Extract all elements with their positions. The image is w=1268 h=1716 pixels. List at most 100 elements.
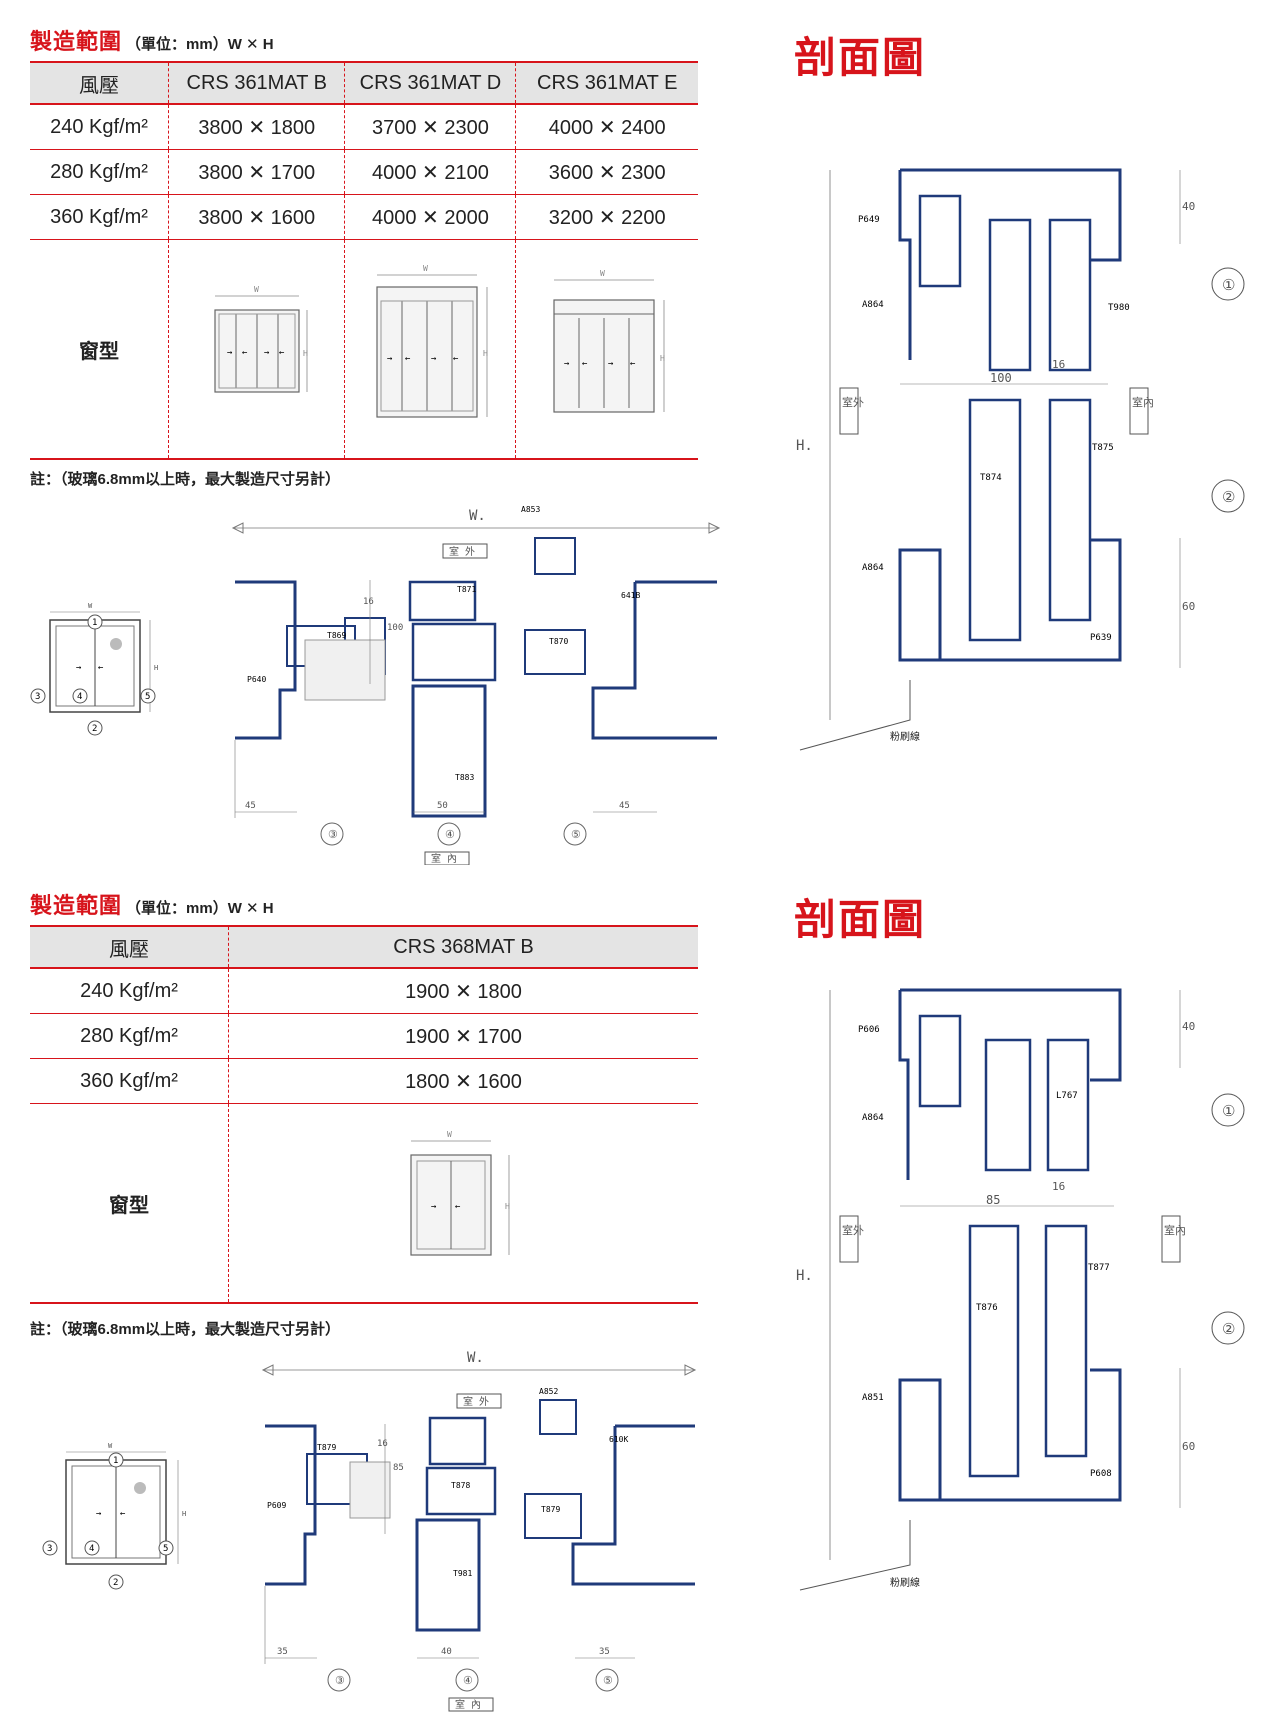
part-label: A864 bbox=[862, 563, 884, 573]
svg-text:←: ← bbox=[455, 1202, 461, 1212]
four-panel-window-drawing: W →←→← H bbox=[553, 269, 665, 413]
dim-label: 45 bbox=[245, 801, 256, 811]
dim-label: 85 bbox=[393, 1463, 404, 1473]
plaster-line-label: 粉刷線 bbox=[890, 730, 920, 743]
bottom-vertical-section-drawing: H. P606 A864 L767 85 16 40 ① 室外 室內 T876 … bbox=[796, 988, 1245, 1591]
part-label: 610K bbox=[609, 1435, 628, 1444]
width-label: W. bbox=[469, 508, 486, 524]
svg-text:→: → bbox=[387, 354, 393, 364]
table-row: 360 Kgf/m² 1800 ✕ 1600 bbox=[30, 1058, 698, 1104]
window-diagram-d: W →←→← H bbox=[344, 239, 516, 460]
part-label: L767 bbox=[1056, 1091, 1078, 1101]
height-label: H. bbox=[796, 1268, 813, 1284]
part-label: T869 bbox=[327, 631, 346, 640]
marker-label: ④ bbox=[463, 1674, 473, 1687]
outside-label: 室外 bbox=[842, 395, 864, 409]
svg-text:4: 4 bbox=[77, 692, 82, 702]
window-diagram-e: W →←→← H bbox=[515, 239, 698, 460]
dim-label: 60 bbox=[1182, 600, 1195, 613]
col-header-model-e: CRS 361MAT E bbox=[515, 61, 698, 105]
part-label: P609 bbox=[267, 1501, 286, 1510]
table-row: 280 Kgf/m² 3800 ✕ 1700 4000 ✕ 2100 3600 … bbox=[30, 149, 698, 195]
size-cell: 4000 ✕ 2100 bbox=[344, 149, 516, 195]
part-label: A864 bbox=[862, 1113, 884, 1123]
svg-text:←: ← bbox=[120, 1509, 126, 1519]
svg-text:H: H bbox=[154, 664, 158, 672]
pressure-cell: 280 Kgf/m² bbox=[30, 1013, 229, 1059]
part-label: T877 bbox=[1088, 1263, 1110, 1273]
window-type-row: 窗型 W →←→← H W →←→← H bbox=[30, 239, 698, 460]
marker-label: ④ bbox=[445, 828, 455, 841]
svg-text:→: → bbox=[431, 354, 437, 364]
marker-label: ① bbox=[1222, 276, 1235, 294]
bottom-horizontal-section-detail: W. 室 外 T879 P609 T878 T981 A852 610K T87… bbox=[261, 1350, 697, 1712]
part-label: A864 bbox=[862, 300, 884, 310]
svg-text:3: 3 bbox=[35, 692, 40, 702]
col-header-pressure: 風壓 bbox=[30, 925, 229, 969]
svg-text:←: ← bbox=[242, 348, 248, 358]
svg-text:1: 1 bbox=[113, 1456, 118, 1466]
svg-text:H: H bbox=[182, 1510, 186, 1518]
size-cell: 1900 ✕ 1700 bbox=[228, 1013, 698, 1059]
plaster-line-label: 粉刷線 bbox=[890, 1576, 920, 1589]
part-label: T874 bbox=[980, 473, 1002, 483]
part-label: P639 bbox=[1090, 633, 1112, 643]
svg-text:→: → bbox=[76, 663, 82, 673]
top-section-drawing-title: 剖面圖 bbox=[794, 33, 927, 82]
svg-text:W: W bbox=[600, 269, 605, 278]
svg-text:1: 1 bbox=[92, 618, 97, 628]
part-label: P606 bbox=[858, 1025, 880, 1035]
marker-label: ⑤ bbox=[603, 1674, 613, 1687]
table-row: 280 Kgf/m² 1900 ✕ 1700 bbox=[30, 1013, 698, 1059]
svg-text:W: W bbox=[108, 1442, 113, 1450]
outside-label: 室外 bbox=[842, 1223, 864, 1237]
part-label: T871 bbox=[457, 585, 476, 594]
part-label: T876 bbox=[976, 1303, 998, 1313]
pressure-cell: 360 Kgf/m² bbox=[30, 194, 169, 240]
dim-label: 35 bbox=[277, 1647, 288, 1657]
svg-text:H: H bbox=[660, 354, 665, 363]
part-label: A851 bbox=[862, 1393, 884, 1403]
window-diagram: W →← H bbox=[228, 1103, 698, 1304]
svg-text:→: → bbox=[608, 359, 614, 369]
dim-label: 35 bbox=[599, 1647, 610, 1657]
two-panel-window-drawing: W →← H bbox=[409, 1130, 510, 1256]
dim-label: 40 bbox=[1182, 200, 1195, 213]
part-label: A852 bbox=[539, 1387, 558, 1396]
svg-text:5: 5 bbox=[145, 692, 150, 702]
col-header-model: CRS 368MAT B bbox=[228, 925, 698, 969]
part-label: T870 bbox=[549, 637, 568, 646]
dim-label: 50 bbox=[437, 801, 448, 811]
top-note: 註：（玻璃6.8mm以上時，最大製造尺寸另計） bbox=[30, 471, 341, 488]
marker-label: ① bbox=[1222, 1102, 1235, 1120]
marker-label: ③ bbox=[328, 828, 338, 841]
svg-text:→: → bbox=[431, 1202, 437, 1212]
size-cell: 3800 ✕ 1800 bbox=[168, 104, 345, 150]
svg-text:←: ← bbox=[630, 359, 636, 369]
top-window-key-diagram: W →← H 1 2 3 4 5 bbox=[30, 602, 158, 736]
dim-label: 85 bbox=[986, 1193, 1000, 1207]
window-type-row: 窗型 W →← H bbox=[30, 1103, 698, 1304]
width-label: W. bbox=[467, 1350, 484, 1366]
svg-text:←: ← bbox=[279, 348, 285, 358]
outside-label: 室 外 bbox=[449, 545, 475, 558]
table-row: 240 Kgf/m² 1900 ✕ 1800 bbox=[30, 968, 698, 1014]
marker-label: ⑤ bbox=[571, 828, 581, 841]
svg-text:3: 3 bbox=[47, 1544, 52, 1554]
window-type-label: 窗型 bbox=[30, 239, 169, 460]
pressure-cell: 360 Kgf/m² bbox=[30, 1058, 229, 1104]
inside-label: 室內 bbox=[1164, 1223, 1186, 1237]
size-cell: 3700 ✕ 2300 bbox=[344, 104, 516, 150]
table-row: 360 Kgf/m² 3800 ✕ 1600 4000 ✕ 2000 3200 … bbox=[30, 194, 698, 240]
dim-label: 40 bbox=[441, 1647, 452, 1657]
svg-text:→: → bbox=[227, 348, 233, 358]
dim-label: 16 bbox=[1052, 1180, 1065, 1193]
svg-text:5: 5 bbox=[163, 1544, 168, 1554]
part-label: P640 bbox=[247, 675, 266, 684]
window-type-label: 窗型 bbox=[30, 1103, 229, 1304]
size-cell: 4000 ✕ 2000 bbox=[344, 194, 516, 240]
bottom-note: 註：（玻璃6.8mm以上時，最大製造尺寸另計） bbox=[30, 1321, 341, 1338]
svg-text:2: 2 bbox=[113, 1578, 118, 1588]
size-cell: 3200 ✕ 2200 bbox=[515, 194, 698, 240]
svg-text:H: H bbox=[505, 1202, 510, 1211]
